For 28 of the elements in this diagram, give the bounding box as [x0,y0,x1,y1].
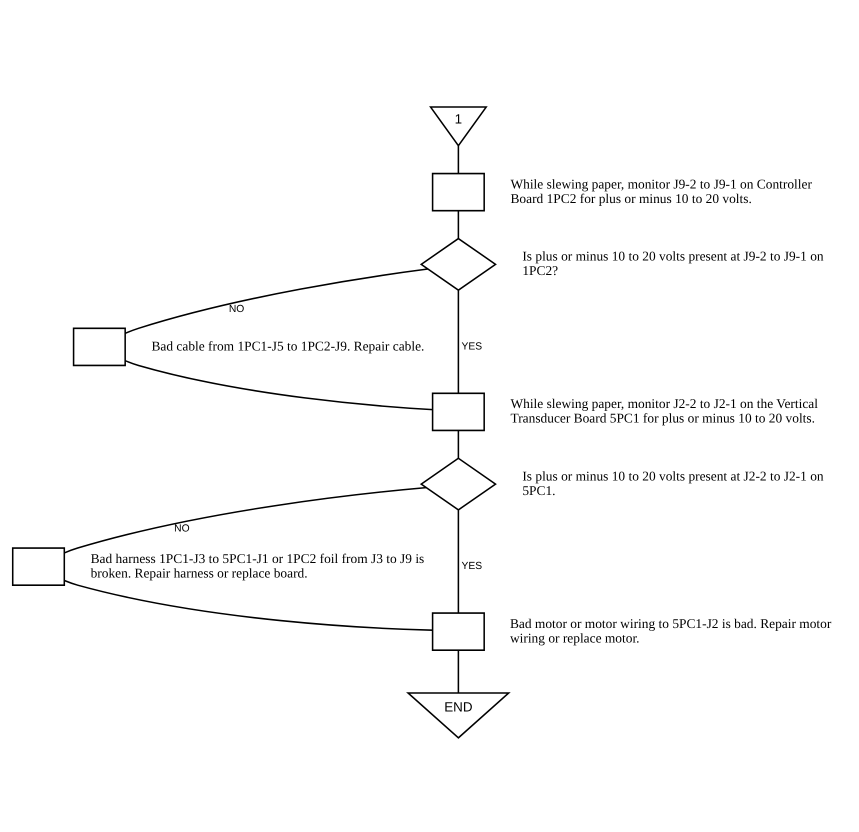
connector [458,146,460,174]
node-label: While slewing paper, monitor J9-2 to J9-1 on Controller Board 1PC2 for plus or minus 10 to 20 volts. [510,176,812,206]
connector [458,510,460,613]
node-diamond [420,238,497,292]
node-diamond [420,457,497,511]
node-box [432,172,485,212]
node-label: While slewing paper, monitor J2-2 to J2-1 on the Vertical Transducer Board 5PC1 for plus or minus 10 to 20 volts. [510,396,818,426]
edge-label: NO [228,304,244,315]
node-label: Bad motor or motor wiring to 5PC1-J2 is bad. Repair motor wiring or replace motor. [510,616,832,646]
connector [124,268,428,334]
node-label: Is plus or minus 10 to 20 volts present at J9-2 to J9-1 on 1PC2? [522,248,824,278]
edge-label: NO [174,524,190,535]
node-label: Bad harness 1PC1-J3 to 5PC1-J1 or 1PC2 foil from J3 to J9 is broken. Repair harness or replace board. [90,550,424,580]
node-box [12,547,66,586]
connector [64,486,426,554]
connector [458,210,460,238]
connector [458,290,460,394]
edge-label: YES [461,561,482,572]
connector [64,580,432,631]
connector [458,650,460,693]
node-box [432,612,485,651]
node-box [432,392,485,432]
connector [125,360,433,410]
node-label: Is plus or minus 10 to 20 volts present at J2-2 to J2-1 on 5PC1. [522,468,824,498]
edge-label: YES [461,341,482,352]
connector [458,430,460,458]
node-box [72,328,126,366]
node-label: Bad cable from 1PC1-J5 to 1PC2-J9. Repair cable. [151,338,424,354]
